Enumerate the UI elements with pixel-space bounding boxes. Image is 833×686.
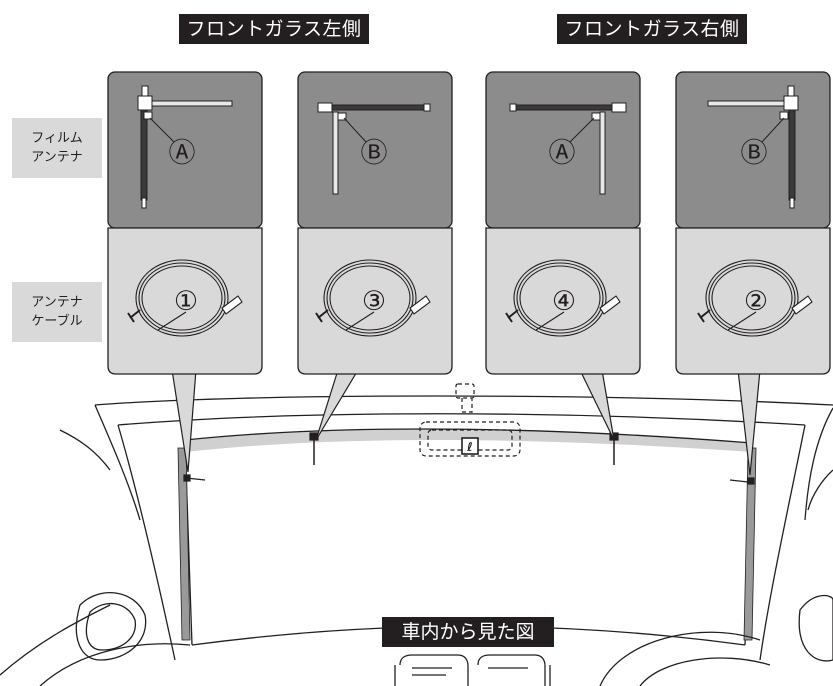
left-side-mirror — [75, 592, 147, 661]
panel-4-cable-area — [675, 227, 831, 375]
cable-coil-1 — [127, 259, 243, 337]
gps-module-icon: ℓ — [461, 437, 479, 455]
right-side-mirror — [798, 594, 833, 662]
row-label-antenna-cable-line-2: ケーブル — [31, 314, 83, 329]
panel-2 — [297, 71, 453, 441]
right-a-pillar — [759, 424, 806, 661]
row-label-film-antenna-line-1: フィルム — [31, 131, 83, 146]
row-label-antenna-cable-line-1: アンテナ — [31, 295, 83, 310]
panel-4-antenna-mark: Ⓑ — [741, 138, 768, 169]
panel-3-pointer — [579, 369, 615, 441]
rearview-mirror-mount — [419, 383, 521, 457]
center-vent-left — [399, 654, 469, 686]
caption-view-from-inside: 車内から見た図 — [382, 617, 554, 647]
center-vent-right — [477, 654, 546, 686]
roof-lining — [117, 413, 806, 426]
row-label-antenna-cable: アンテナ ケーブル — [12, 282, 102, 342]
steering-wheel — [599, 631, 761, 686]
film-antenna-b-left — [317, 102, 431, 195]
film-antenna-a-left — [137, 85, 233, 209]
panel-3-cable-number: ④ — [552, 286, 576, 317]
cable-coil-2 — [697, 259, 813, 337]
roof-outline — [94, 395, 833, 406]
panel-3-antenna-mark: Ⓐ — [549, 138, 576, 169]
panel-4 — [675, 71, 831, 476]
left-a-pillar — [117, 424, 176, 661]
panel-3-cable-area — [485, 227, 641, 375]
panel-3 — [485, 71, 641, 441]
panel-1-cable-number: ① — [174, 286, 198, 317]
svg-text:ℓ: ℓ — [466, 440, 473, 454]
panel-1-antenna-mark: Ⓐ — [169, 138, 196, 169]
row-label-film-antenna-line-2: アンテナ — [31, 150, 83, 165]
panel-1-cable-area — [107, 227, 263, 375]
film-antenna-a-right — [509, 102, 627, 195]
film-antenna-b-right — [707, 85, 799, 209]
panel-2-antenna-mark: Ⓑ — [361, 138, 388, 169]
panel-1 — [107, 71, 263, 473]
panel-2-cable-number: ③ — [362, 286, 386, 317]
panel-2-cable-area — [297, 227, 453, 375]
heading-right-windshield: フロントガラス右側 — [557, 14, 747, 44]
row-label-film-antenna: フィルム アンテナ — [12, 118, 102, 178]
antenna-leader-lines — [149, 117, 785, 143]
heading-left-windshield: フロントガラス左側 — [179, 14, 369, 44]
cable-coil-3 — [315, 259, 431, 337]
panel-4-cable-number: ② — [744, 286, 768, 317]
cable-coil-4 — [505, 259, 621, 337]
